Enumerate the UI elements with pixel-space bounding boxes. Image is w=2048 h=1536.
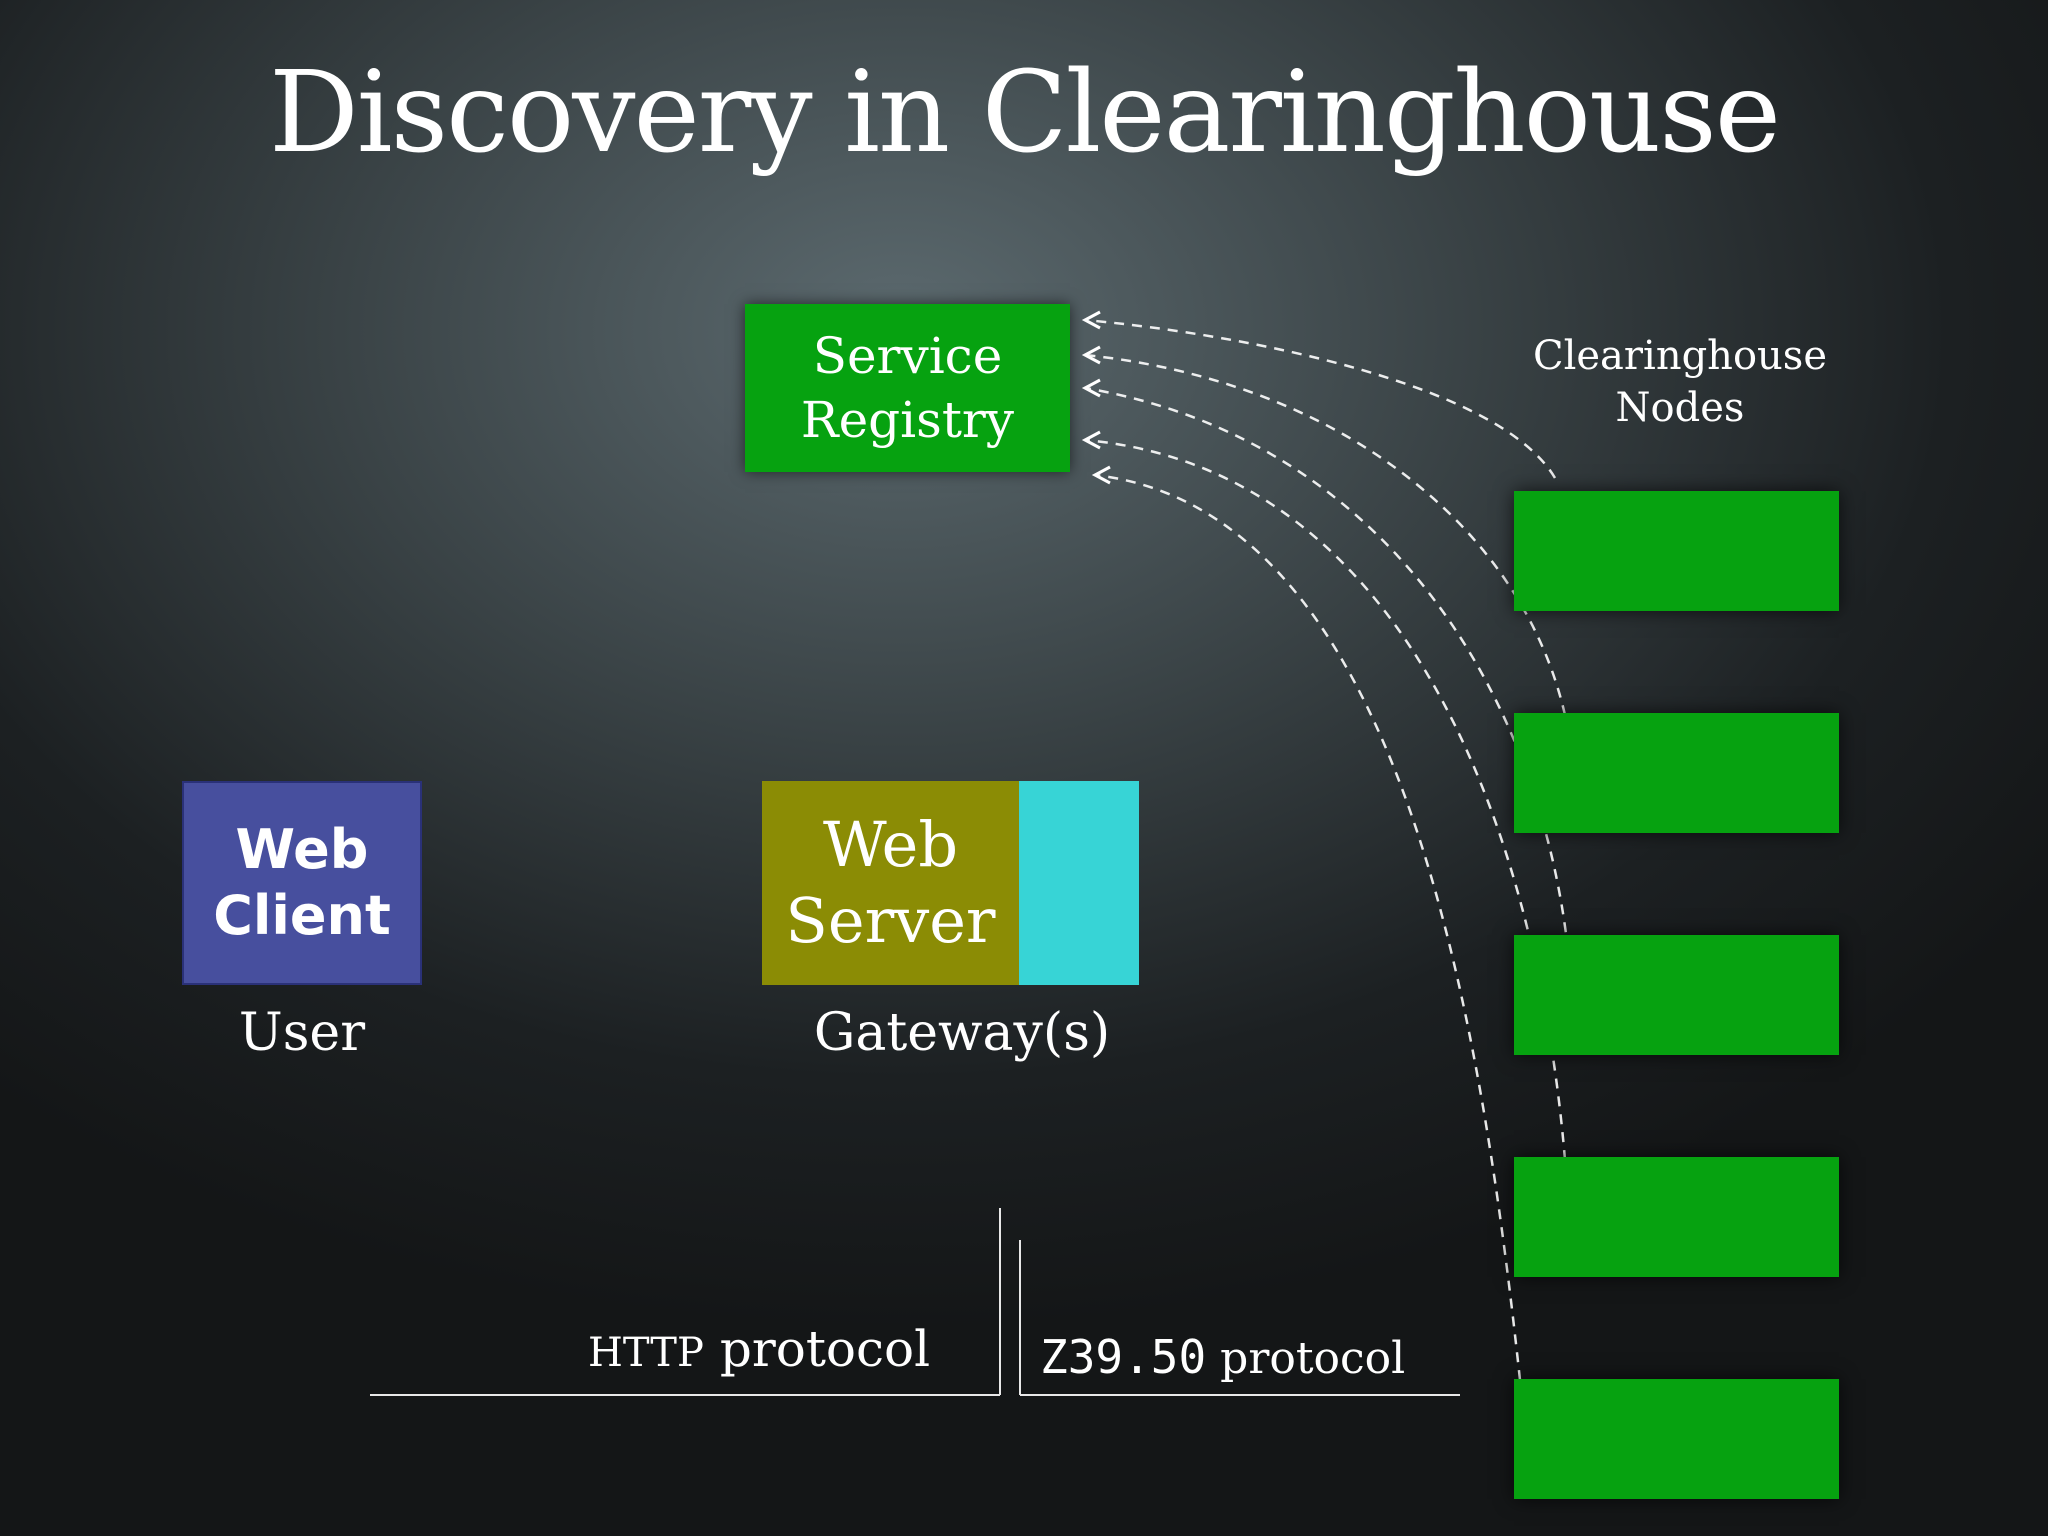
clearinghouse-node-4	[1514, 1157, 1839, 1277]
arrowhead-4	[1081, 430, 1101, 450]
web-server-line2: Server	[785, 884, 996, 957]
z3950-prefix: Z39.50	[1040, 1330, 1207, 1384]
web-client-line1: Web	[235, 818, 369, 881]
registration-arrow-3	[1084, 386, 1570, 951]
service-registry-line1: Service	[812, 327, 1003, 385]
gateway-extension-block	[1019, 781, 1139, 985]
arrowhead-5	[1091, 465, 1111, 485]
arrowhead-3	[1081, 378, 1101, 398]
arrowhead-2	[1081, 345, 1101, 365]
nodes-label-line1: Clearinghouse	[1532, 333, 1827, 379]
clearinghouse-nodes-label: Clearinghouse Nodes	[1500, 330, 1860, 434]
web-client-box: Web Client	[182, 781, 422, 985]
clearinghouse-node-3	[1514, 935, 1839, 1055]
service-registry-box: Service Registry	[745, 304, 1070, 472]
http-suffix: protocol	[719, 1320, 931, 1378]
http-protocol-label: HTTP protocol	[588, 1320, 930, 1378]
z3950-suffix: protocol	[1220, 1333, 1406, 1384]
service-registry-line2: Registry	[800, 391, 1015, 449]
clearinghouse-node-5	[1514, 1379, 1839, 1499]
registration-arrow-1	[1084, 318, 1557, 479]
slide-title: Discovery in Clearinghouse	[269, 48, 1781, 178]
clearinghouse-node-2	[1514, 713, 1839, 833]
http-prefix: HTTP	[588, 1330, 704, 1376]
nodes-label-line2: Nodes	[1615, 385, 1745, 431]
registration-arrow-2	[1084, 353, 1567, 716]
user-label: User	[238, 1003, 366, 1063]
web-server-line1: Web	[822, 808, 959, 881]
gateway-label: Gateway(s)	[813, 1003, 1111, 1063]
registration-arrow-5	[1094, 473, 1522, 1381]
web-server-box: Web Server	[762, 781, 1019, 985]
arrowhead-1	[1081, 310, 1101, 330]
z3950-protocol-label: Z39.50 protocol	[1040, 1330, 1405, 1384]
clearinghouse-node-1	[1514, 491, 1839, 611]
web-client-line2: Client	[213, 884, 391, 947]
